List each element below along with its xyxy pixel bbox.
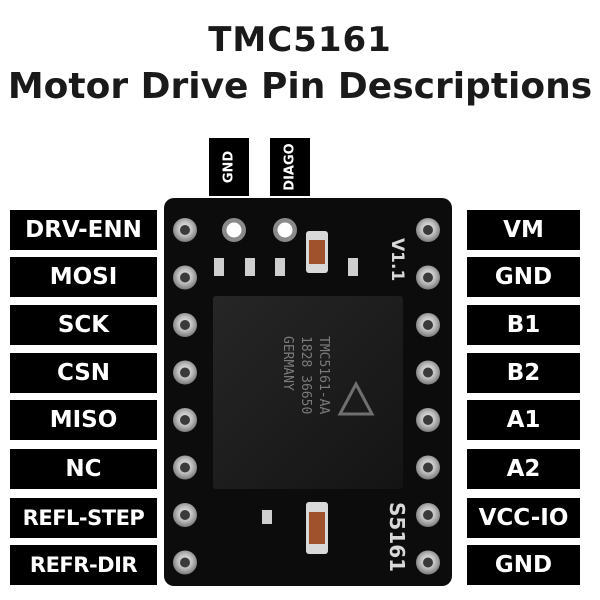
top-pin-text: GND — [221, 150, 237, 184]
pin-hole — [180, 415, 190, 425]
smd-components — [214, 231, 358, 554]
chip-text-line-3: GERMANY — [280, 336, 295, 391]
top-header-holes — [222, 218, 297, 242]
pin-hole — [423, 320, 433, 330]
right-pin-label-1: VM — [467, 210, 580, 250]
pin-hole — [180, 367, 190, 378]
pin-hole — [180, 557, 190, 568]
chip-text-line-1: TMC5161-AA — [316, 336, 331, 414]
pin-hole — [180, 320, 190, 330]
top-pin-text: DIAGO — [282, 143, 298, 191]
right-pin-label-7: VCC-IO — [467, 498, 580, 538]
left-pin-pads — [173, 218, 197, 575]
pin-hole — [180, 225, 190, 235]
resistor — [214, 258, 224, 276]
resistor — [275, 258, 285, 276]
left-pin-label-6: NC — [10, 449, 157, 489]
pin-hole — [423, 225, 433, 235]
left-pin-label-7: REFL-STEP — [10, 498, 157, 538]
board-version-label: V1.1 — [387, 238, 407, 281]
left-pin-label-2: MOSI — [10, 257, 157, 297]
tmc5161-chip — [213, 296, 403, 489]
left-pin-label-1: DRV-ENN — [10, 210, 157, 250]
left-pin-label-5: MISO — [10, 400, 157, 440]
pin-hole — [180, 510, 190, 520]
left-pin-label-3: SCK — [10, 305, 157, 345]
hole — [277, 222, 293, 238]
resistor — [245, 258, 255, 276]
top-pin-label-gnd: GND — [209, 138, 249, 196]
pin-hole — [423, 367, 433, 378]
pin-hole — [423, 557, 433, 568]
title-line-2: Motor Drive Pin Descriptions — [7, 66, 593, 107]
hole — [226, 222, 242, 238]
resistor — [262, 510, 272, 524]
capacitor-body — [309, 512, 325, 544]
pin-hole — [423, 510, 433, 520]
right-pin-pads — [416, 218, 440, 575]
capacitor-body — [309, 240, 325, 264]
chip-text-line-2: 1828 36650 — [298, 336, 313, 414]
left-pin-label-8: REFR-DIR — [10, 545, 157, 585]
right-pin-label-3: B1 — [467, 305, 580, 345]
right-pin-label-2: GND — [467, 257, 580, 297]
board-model-label: S5161 — [385, 502, 409, 572]
right-pin-label-5: A1 — [467, 400, 580, 440]
chip-marking: TMC5161-AA 1828 36650 GERMANY — [280, 336, 331, 414]
right-pin-label-8: GND — [467, 545, 580, 585]
title-line-1: TMC5161 — [208, 20, 392, 60]
left-pin-label-4: CSN — [10, 353, 157, 393]
pin-hole — [180, 272, 190, 283]
pin-hole — [423, 462, 433, 473]
driver-board: TMC5161-AA 1828 36650 GERMANY V1.1 S5161 — [164, 198, 452, 586]
pin-hole — [423, 415, 433, 425]
right-pin-label-4: B2 — [467, 353, 580, 393]
right-pin-label-6: A2 — [467, 449, 580, 489]
resistor — [348, 258, 358, 276]
top-pin-label-diago: DIAGO — [270, 138, 310, 196]
pin-hole — [180, 462, 190, 473]
trinamic-logo-icon — [337, 380, 375, 416]
pin-hole — [423, 272, 433, 283]
